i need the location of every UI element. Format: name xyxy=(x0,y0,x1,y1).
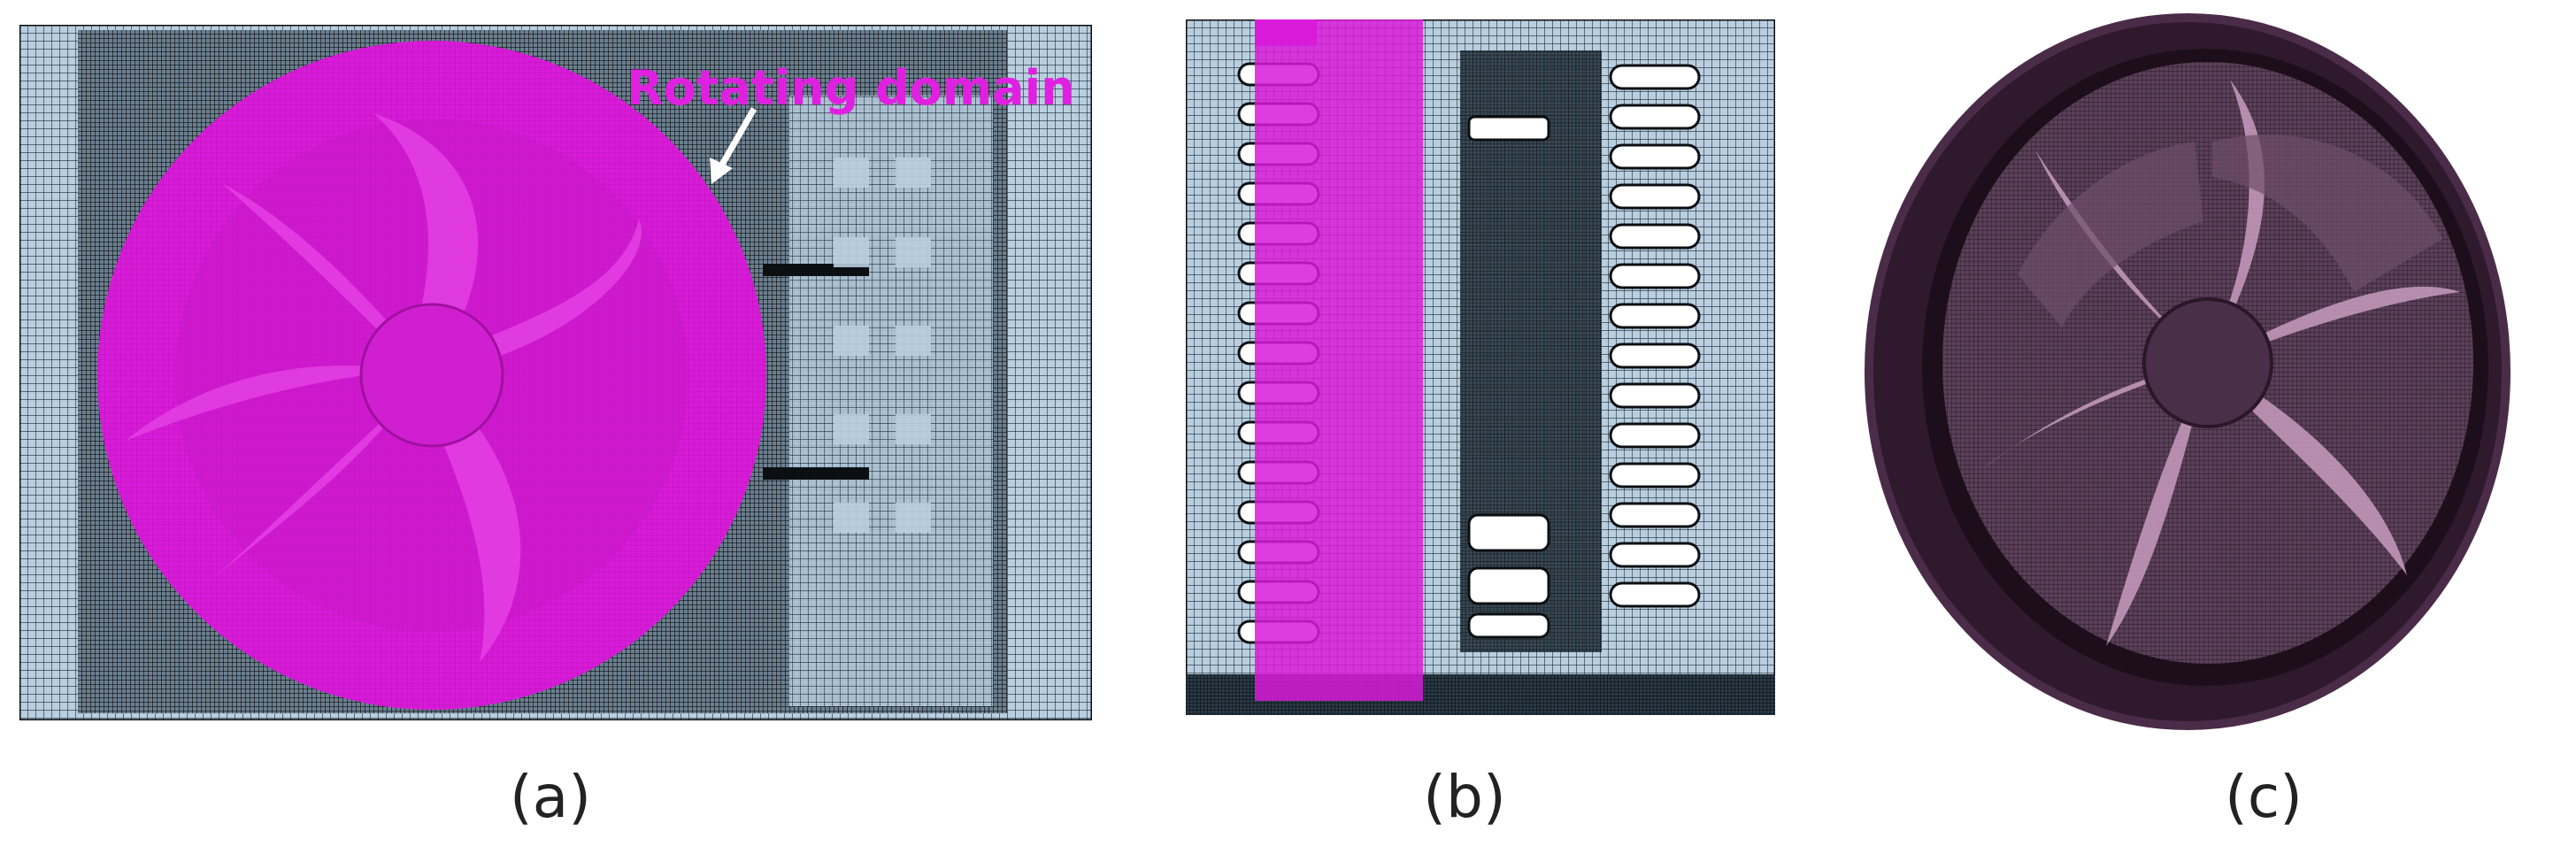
fan-3d-figure xyxy=(1865,13,2511,730)
caption-a: (a) xyxy=(510,763,591,831)
caption-c: (c) xyxy=(2225,763,2303,831)
panel-c-fan-3d xyxy=(1858,9,2518,735)
rotating-domain-label: Rotating domain xyxy=(627,60,1075,116)
panel-b-side-mesh xyxy=(1186,19,1775,715)
side-mesh-figure xyxy=(1186,19,1775,715)
caption-b: (b) xyxy=(1423,763,1506,831)
arrow-icon xyxy=(710,107,757,184)
panel-a-front-mesh: Rotating domain xyxy=(19,25,1092,720)
front-mesh-figure xyxy=(19,25,1092,720)
